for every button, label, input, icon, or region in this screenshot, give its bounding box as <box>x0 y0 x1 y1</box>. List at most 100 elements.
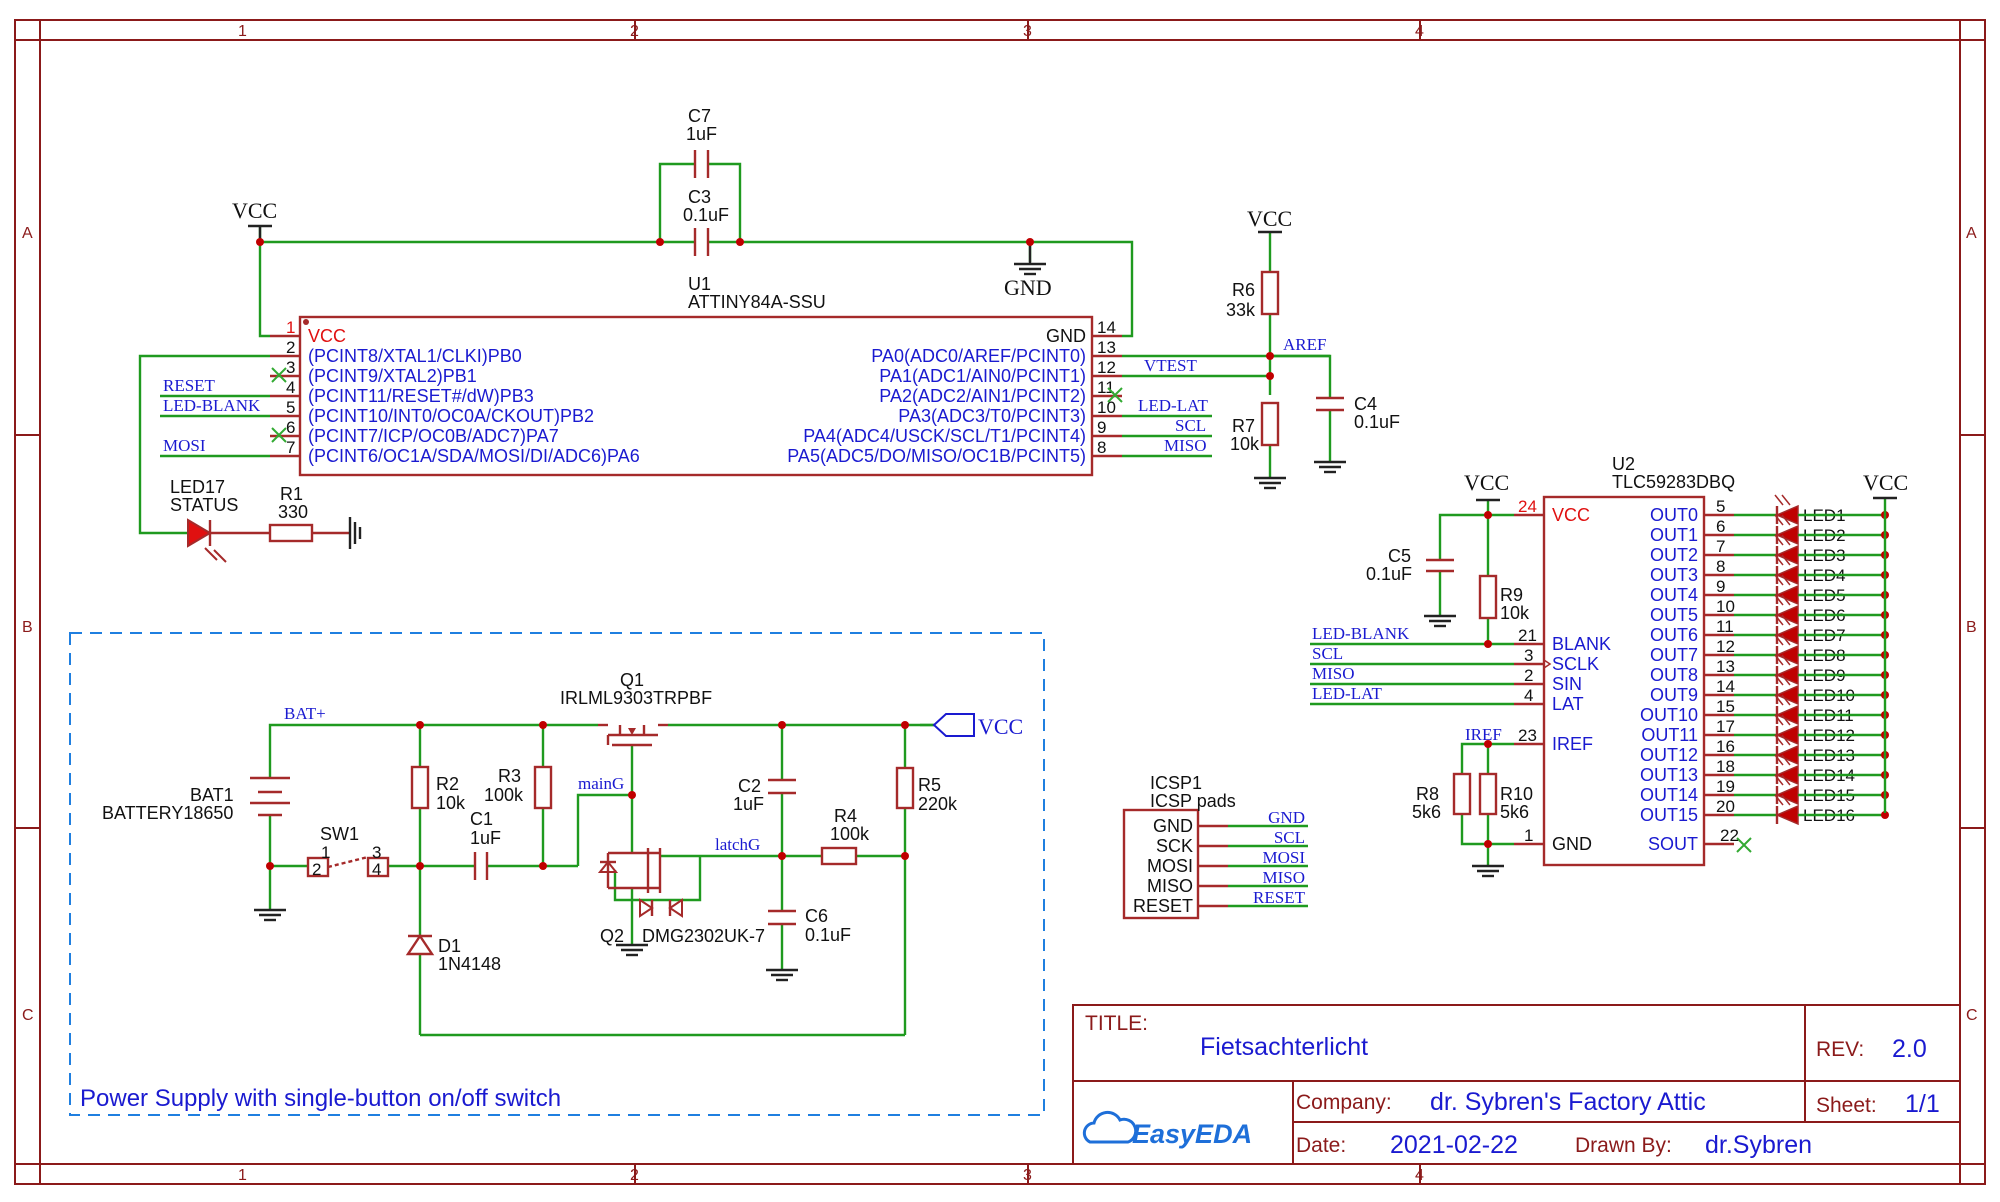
c1-capacitor[interactable]: C1 1uF <box>470 809 501 880</box>
r7-resistor[interactable]: R7 10k <box>1230 401 1280 454</box>
d1-diode[interactable]: D1 1N4148 <box>405 933 501 974</box>
net-label-latch-g: latchG <box>715 835 760 854</box>
icsp-net-label: GND <box>1268 808 1305 827</box>
r8-resistor[interactable]: R8 5k6 <box>1412 772 1472 822</box>
u1-left-pins <box>270 334 300 458</box>
net-label-led-lat: LED-LAT <box>1312 684 1382 703</box>
pin-name: OUT0 <box>1650 505 1698 525</box>
r6-value: 33k <box>1226 300 1256 320</box>
pin-name: OUT6 <box>1650 625 1698 645</box>
bat1-battery[interactable]: BAT1 BATTERY18650 <box>102 776 290 823</box>
pin-name: OUT10 <box>1640 705 1698 725</box>
sheet-number: 1/1 <box>1905 1090 1940 1118</box>
r4-resistor[interactable]: R4 100k <box>820 806 870 866</box>
net-label-miso: MISO <box>1164 436 1207 455</box>
r7-value: 10k <box>1230 434 1260 454</box>
r9-resistor[interactable]: R9 10k <box>1478 574 1530 623</box>
c2-capacitor[interactable]: C2 1uF <box>733 776 796 814</box>
r3-value: 100k <box>484 785 524 805</box>
net-label-mosi: MOSI <box>163 436 206 455</box>
gnd-symbol <box>616 943 648 957</box>
r3-resistor[interactable]: R3 100k <box>484 765 553 810</box>
pin-name: OUT12 <box>1640 745 1698 765</box>
net-label-reset: RESET <box>163 376 216 395</box>
r10-resistor[interactable]: R10 5k6 <box>1478 772 1533 822</box>
pin-name: IREF <box>1552 734 1593 754</box>
c7-capacitor[interactable]: C7 1uF <box>686 106 717 178</box>
pin-name: (PCINT8/XTAL1/CLKI)PB0 <box>308 346 522 366</box>
column-label: 2 <box>630 1167 639 1184</box>
c4-capacitor[interactable]: C4 0.1uF <box>1316 394 1400 432</box>
c5-capacitor[interactable]: C5 0.1uF <box>1366 546 1454 584</box>
r6-resistor[interactable]: R6 33k <box>1226 270 1280 320</box>
row-label: A <box>1966 225 1977 242</box>
company-name: dr. Sybren's Factory Attic <box>1430 1088 1706 1116</box>
u1-left-pin-names: VCC (PCINT8/XTAL1/CLKI)PB0 (PCINT9/XTAL2… <box>308 326 640 466</box>
u1-microcontroller[interactable]: U1 ATTINY84A-SSU 1 2 3 4 5 6 7 VCC (PCIN… <box>270 274 1122 477</box>
sw1-pushbutton[interactable]: SW1 1 2 3 4 <box>306 824 390 879</box>
net-label-aref: AREF <box>1283 335 1326 354</box>
c3-capacitor[interactable]: C3 0.1uF <box>683 187 729 256</box>
row-label: B <box>22 619 33 636</box>
power-supply-block <box>69 632 1045 1116</box>
pin-number: 24 <box>1518 497 1537 516</box>
pin-number: 3 <box>1524 646 1533 665</box>
q1-value: IRLML9303TRPBF <box>560 688 712 708</box>
vcc-label: VCC <box>978 714 1023 739</box>
c6-capacitor[interactable]: C6 0.1uF <box>768 906 851 945</box>
pin-number: 12 <box>1097 358 1116 377</box>
gnd-symbol <box>1472 864 1504 878</box>
pin-number: 10 <box>1716 597 1735 616</box>
led17-value: STATUS <box>170 495 238 515</box>
r10-value: 5k6 <box>1500 802 1529 822</box>
gnd-symbol <box>1424 614 1456 628</box>
gnd-label: GND <box>1004 275 1052 300</box>
pin-number: 4 <box>1524 686 1533 705</box>
r2-resistor[interactable]: R2 10k <box>410 765 466 813</box>
column-label: 3 <box>1023 23 1032 40</box>
pin-name: PA1(ADC1/AIN0/PCINT1) <box>879 366 1086 386</box>
pin-name: VCC <box>1552 505 1590 525</box>
u1-right-pin-numbers: 14 13 12 11 10 9 8 <box>1097 318 1116 457</box>
pin-name: SCLK <box>1552 654 1599 674</box>
r1-resistor[interactable]: R1 330 <box>268 484 350 543</box>
gnd-symbol <box>1254 476 1286 490</box>
r5-resistor[interactable]: R5 220k <box>895 766 958 814</box>
r2-value: 10k <box>436 793 466 813</box>
gnd-symbol <box>348 517 362 549</box>
q1-pmosfet[interactable]: Q1 IRLML9303TRPBF <box>560 670 712 747</box>
pin-number: 23 <box>1518 726 1537 745</box>
u1-value: ATTINY84A-SSU <box>688 292 826 312</box>
vcc-symbol: VCC <box>1863 470 1908 500</box>
pin-number: 16 <box>1716 737 1735 756</box>
pin-number: 11 <box>1097 378 1115 397</box>
c6-value: 0.1uF <box>805 925 851 945</box>
r1-ref: R1 <box>280 484 303 504</box>
c5-ref: C5 <box>1388 546 1411 566</box>
sw1-ref: SW1 <box>320 824 359 844</box>
pin-number: 3 <box>286 358 295 377</box>
column-label: 2 <box>630 23 639 40</box>
c3-ref: C3 <box>688 187 711 207</box>
pin-name: OUT2 <box>1650 545 1698 565</box>
icsp-pad-label: MOSI <box>1147 856 1193 876</box>
gnd-symbol <box>766 968 798 982</box>
easyeda-logo: EasyEDA <box>1082 1110 1252 1149</box>
led17-status-led[interactable]: LED17 STATUS <box>170 477 270 563</box>
icsp-net-label: MISO <box>1262 868 1305 887</box>
power-supply-net-labels: BAT+ mainG latchG <box>284 704 760 854</box>
q2-nmosfet[interactable]: Q2 DMG2302UK-7 <box>597 848 765 946</box>
r8-value: 5k6 <box>1412 802 1441 822</box>
pin-number: 6 <box>286 418 295 437</box>
net-label-scl: SCL <box>1175 416 1206 435</box>
power-supply-wiring <box>268 723 934 1037</box>
u2-led-driver[interactable]: U2 TLC59283DBQ 24 21 3 2 4 23 1 VCC BLAN… <box>1514 454 1889 867</box>
vcc-label: VCC <box>232 198 277 223</box>
pin-number: 9 <box>1716 577 1725 596</box>
pin-name: OUT5 <box>1650 605 1698 625</box>
u1-wiring <box>138 162 1332 535</box>
pin-number: 15 <box>1716 697 1735 716</box>
